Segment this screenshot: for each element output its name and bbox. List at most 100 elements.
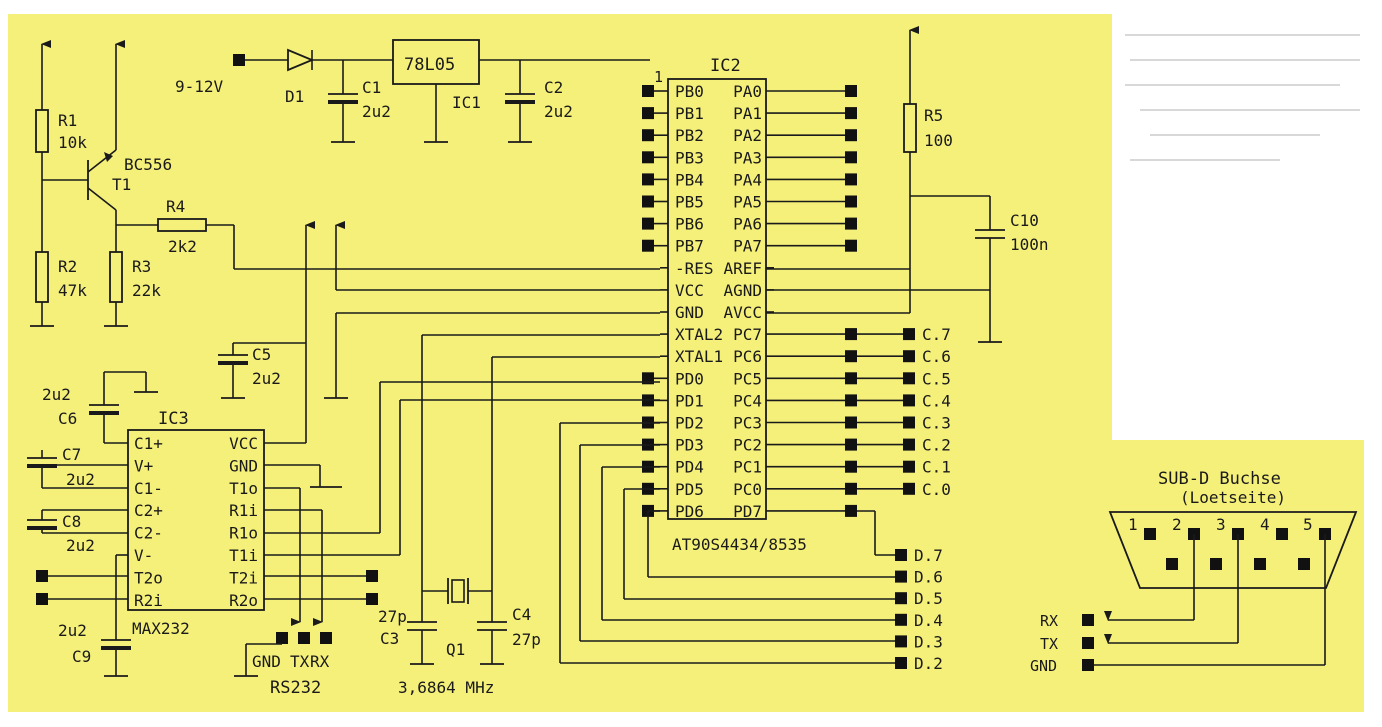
mcu-pad-pb4 — [642, 173, 654, 186]
subd-rx-pad — [1082, 614, 1094, 626]
subd-pin-number-5: 5 — [1303, 515, 1313, 534]
mcu-pin-pd7: PD7 — [733, 502, 762, 521]
crystal-q1-body — [451, 579, 465, 603]
mcu-pin-pa5: PA5 — [733, 193, 762, 212]
port-d-header: D.7D.6D.5D.4D.3D.2 — [895, 546, 943, 673]
max232-pin-gnd: GND — [229, 456, 258, 475]
subd-signal-gnd: GND — [1030, 657, 1057, 675]
q1-name: Q1 — [446, 640, 465, 659]
mcu-pin-agnd: AGND — [723, 281, 762, 300]
t2o-pad — [36, 570, 48, 582]
subd-pin-6 — [1166, 558, 1178, 570]
c10-name: C10 — [1010, 211, 1039, 230]
c4-value: 27p — [512, 630, 541, 649]
mcu-pin-pb3: PB3 — [675, 148, 704, 167]
mcu-body — [667, 78, 767, 520]
mcu-pad-pa1 — [845, 107, 857, 120]
c4-name: C4 — [512, 605, 531, 624]
t2i-pad — [366, 570, 378, 582]
c3-name: C3 — [380, 629, 399, 648]
max232-pin-v: V- — [134, 546, 153, 565]
port-c-label-5: C.5 — [922, 369, 951, 388]
c1-value: 2u2 — [362, 102, 391, 121]
port-c-pad-1 — [903, 460, 915, 473]
power-supply: 9-12V D1 78L05 IC1 C1 2u2 C2 2u2 — [175, 39, 650, 143]
port-d-pad-0 — [895, 549, 907, 561]
mcu-ic2: IC2 1 AT90S4434/8535 PB0PB1PB2PB3PB4PB5P… — [642, 56, 857, 554]
mcu-pin-pc6: PC6 — [733, 347, 762, 366]
diode-d1-symbol — [287, 48, 315, 72]
mcu-pin-pd2: PD2 — [675, 414, 704, 433]
c5-value: 2u2 — [252, 369, 281, 388]
c2-name: C2 — [544, 78, 563, 97]
mcu-pad-pa3 — [845, 151, 857, 164]
subd-pin-7 — [1210, 558, 1222, 570]
r2-name: R2 — [58, 257, 77, 276]
c10-value: 100n — [1010, 235, 1049, 254]
mcu-pad-pa6 — [845, 217, 857, 230]
port-c-pad-5 — [903, 372, 915, 385]
subd-pin-number-1: 1 — [1128, 515, 1138, 534]
mcu-pad-pa2 — [845, 129, 857, 142]
crystal-section: 27p C3 C4 27p Q1 3,6864 MHz — [378, 334, 660, 697]
rs232-header: GND TX RX RS232 — [234, 632, 332, 698]
diode-label: D1 — [285, 87, 304, 106]
mcu-pad-pb1 — [642, 107, 654, 120]
mcu-pad-pc4 — [845, 394, 857, 407]
max232-capacitors: C5 2u2 2u2 C6 C7 2u2 C8 2u2 — [27, 343, 281, 677]
port-c-label-1: C.1 — [922, 458, 951, 477]
mcu-pin-pa7: PA7 — [733, 237, 762, 256]
mcu-name: IC2 — [710, 56, 741, 76]
t1-name: T1 — [112, 175, 131, 194]
r4-value: 2k2 — [168, 237, 197, 256]
port-c-label-0: C.0 — [922, 480, 951, 499]
mcu-pin-pd0: PD0 — [675, 369, 704, 388]
c7-name: C7 — [62, 445, 81, 464]
port-c-pad-2 — [903, 438, 915, 451]
c9-name: C9 — [72, 647, 91, 666]
c6-name: C6 — [58, 409, 77, 428]
mcu-pad-pc0 — [845, 482, 857, 495]
subd-gnd-pad — [1082, 659, 1094, 671]
subd-pin-1 — [1144, 528, 1156, 540]
port-c-label-6: C.6 — [922, 347, 951, 366]
max232-pin-c1: C1- — [134, 479, 163, 498]
r1-name: R1 — [58, 111, 77, 130]
mcu-pad-pa7 — [845, 239, 857, 252]
subd-tx-pad — [1082, 637, 1094, 649]
r4-name: R4 — [166, 197, 185, 216]
mcu-pin-pb6: PB6 — [675, 215, 704, 234]
mcu-pin-pd6: PD6 — [675, 502, 704, 521]
power-input-pad — [233, 54, 245, 66]
c5-name: C5 — [252, 345, 271, 364]
r1-value: 10k — [58, 133, 87, 152]
mcu-pin-vcc: VCC — [675, 281, 704, 300]
max232-pin-r1o: R1o — [229, 524, 258, 543]
max232-pin-r1i: R1i — [229, 501, 258, 520]
c9-value: 2u2 — [58, 621, 87, 640]
c2-value: 2u2 — [544, 102, 573, 121]
mcu-pin-pa2: PA2 — [733, 126, 762, 145]
subd-shell — [1108, 511, 1358, 589]
c7-value: 2u2 — [66, 470, 95, 489]
mcu-pad-pc6 — [845, 350, 857, 363]
regulator-part: 78L05 — [404, 55, 455, 75]
r3-value: 22k — [132, 281, 161, 300]
max232-pin-c2: C2- — [134, 524, 163, 543]
port-d-pad-2 — [895, 592, 907, 605]
subd-subtitle: (Loetseite) — [1180, 488, 1286, 507]
port-c-label-2: C.2 — [922, 436, 951, 455]
port-d-label-3: D.4 — [914, 611, 943, 630]
port-d-label-1: D.6 — [914, 568, 943, 587]
rs232-pin-rx: RX — [310, 652, 330, 671]
max232-pin-t2i: T2i — [229, 568, 258, 587]
r5-value: 100 — [924, 131, 953, 150]
mcu-pin-pd3: PD3 — [675, 436, 704, 455]
mcu-pin-pc3: PC3 — [733, 414, 762, 433]
subd-signal-tx: TX — [1040, 635, 1058, 653]
c8-name: C8 — [62, 512, 81, 531]
mcu-pin-pb2: PB2 — [675, 126, 704, 145]
mcu-pin-pa0: PA0 — [733, 82, 762, 101]
r2-value: 47k — [58, 281, 87, 300]
mcu-pad-pc1 — [845, 460, 857, 473]
